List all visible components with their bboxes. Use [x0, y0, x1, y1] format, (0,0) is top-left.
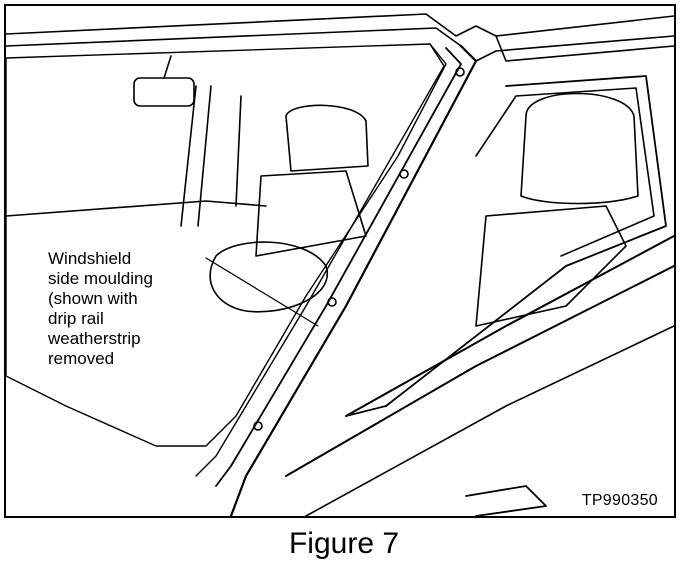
figure-caption: Figure 7 — [288, 527, 400, 560]
seatbelt — [235, 95, 242, 207]
figure-id-code: TP990350 — [579, 492, 660, 510]
seat-headrest — [520, 92, 639, 205]
a-pillar-outer — [229, 44, 478, 516]
roof-rear — [495, 35, 674, 62]
moulding-clip-2 — [399, 169, 409, 179]
interior-seat-headrest — [285, 104, 369, 172]
a-pillar-inner — [215, 47, 462, 487]
dashboard — [6, 200, 267, 217]
windshield-glass — [6, 43, 447, 447]
door-window-inner — [475, 87, 655, 257]
b-pillar-interior — [180, 85, 212, 227]
rearview-mirror — [133, 77, 195, 107]
moulding-clip-1 — [455, 67, 465, 77]
interior-seat-back — [255, 170, 367, 257]
door-lower — [305, 325, 674, 516]
a-pillar-front — [195, 43, 445, 477]
callout-label: Windshield side moulding (shown with dri… — [46, 249, 155, 369]
roof-edge — [6, 13, 674, 37]
seat-back — [475, 205, 627, 327]
callout-leader-line — [205, 257, 319, 327]
illustration-frame: Windshield side moulding (shown with dri… — [4, 4, 676, 518]
door-frame-outer — [475, 35, 674, 62]
mirror — [465, 485, 547, 516]
moulding-clip-4 — [253, 421, 263, 431]
moulding-clip-3 — [327, 297, 337, 307]
door-window-frame — [345, 75, 667, 417]
door-belt-line — [345, 235, 674, 417]
mirror-stem — [163, 55, 172, 79]
vehicle-windshield-illustration — [6, 13, 674, 516]
door-belt-line-2 — [285, 265, 674, 477]
roof-edge-inner — [6, 27, 462, 47]
steering-wheel — [209, 241, 329, 313]
